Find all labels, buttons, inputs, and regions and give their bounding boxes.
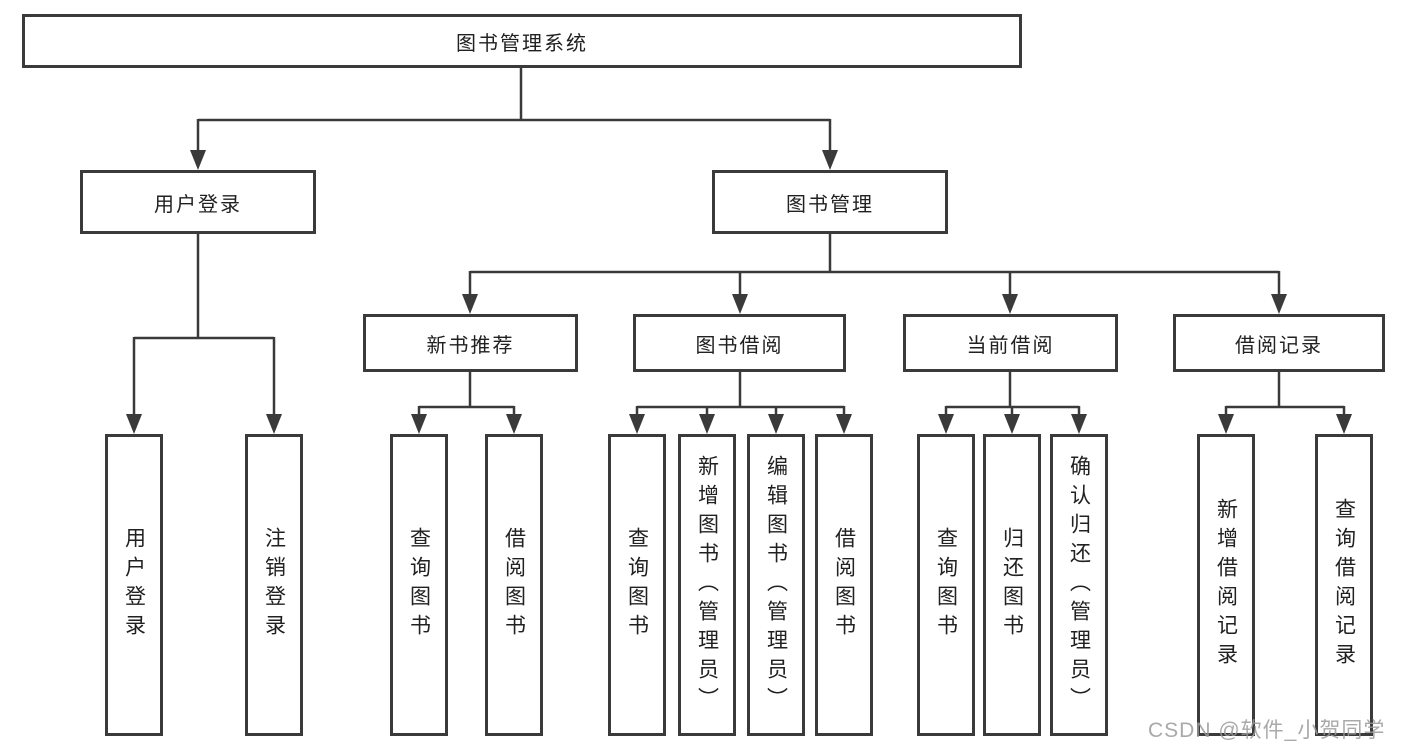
edge-root-to-level1 (190, 68, 838, 170)
arrow-down-icon (126, 414, 142, 434)
arrow-down-icon (732, 294, 748, 314)
node-borrow-records-label: 借阅记录 (1235, 334, 1323, 357)
arrow-down-icon (836, 414, 852, 434)
leaf-logout-label: 注销登录 (262, 527, 286, 643)
leaf-nb-query-books-label: 查询图书 (407, 527, 431, 643)
arrow-down-icon (506, 414, 522, 434)
edge-new-book-recommend-to-leaves (411, 372, 522, 434)
node-borrow-records: 借阅记录 (1173, 314, 1385, 372)
node-user-login-label: 用户登录 (154, 193, 242, 216)
leaf-br-add-record: 新增借阅记录 (1197, 434, 1255, 736)
arrow-down-icon (1002, 294, 1018, 314)
node-root-label: 图书管理系统 (456, 32, 588, 55)
leaf-user-login-label: 用户登录 (122, 527, 146, 643)
leaf-bb-edit-books-admin-label: 编辑图书（管理员） (764, 454, 788, 716)
node-user-login: 用户登录 (80, 170, 316, 234)
node-book-management-label: 图书管理 (786, 193, 874, 216)
leaf-br-add-record-label: 新增借阅记录 (1214, 498, 1238, 672)
leaf-br-query-record: 查询借阅记录 (1315, 434, 1373, 736)
leaf-cb-confirm-return-admin-label: 确认归还（管理员） (1067, 454, 1091, 716)
leaf-bb-query-books-label: 查询图书 (625, 527, 649, 643)
leaf-bb-add-books-admin: 新增图书（管理员） (678, 434, 736, 736)
node-new-book-recommend: 新书推荐 (363, 314, 578, 372)
leaf-bb-borrow-books-label: 借阅图书 (832, 527, 856, 643)
leaf-cb-query-books: 查询图书 (917, 434, 975, 736)
edge-user-login-to-leaves (126, 234, 282, 434)
edge-book-management-to-level2 (462, 234, 1287, 314)
leaf-cb-return-books-label: 归还图书 (1000, 527, 1024, 643)
arrow-down-icon (699, 414, 715, 434)
leaf-bb-add-books-admin-label: 新增图书（管理员） (695, 454, 719, 716)
leaf-nb-query-books: 查询图书 (390, 434, 448, 736)
arrow-down-icon (190, 150, 206, 170)
leaf-nb-borrow-books: 借阅图书 (485, 434, 543, 736)
node-book-management: 图书管理 (712, 170, 948, 234)
leaf-br-query-record-label: 查询借阅记录 (1332, 498, 1356, 672)
node-current-borrow-label: 当前借阅 (966, 334, 1055, 357)
node-book-borrow: 图书借阅 (633, 314, 846, 372)
leaf-cb-confirm-return-admin: 确认归还（管理员） (1050, 434, 1108, 736)
leaf-bb-query-books: 查询图书 (608, 434, 666, 736)
node-book-borrow-label: 图书借阅 (695, 334, 784, 357)
edge-borrow-records-to-leaves (1218, 372, 1352, 434)
arrow-down-icon (1004, 414, 1020, 434)
leaf-bb-edit-books-admin: 编辑图书（管理员） (747, 434, 805, 736)
leaf-bb-borrow-books: 借阅图书 (815, 434, 873, 736)
arrow-down-icon (462, 294, 478, 314)
arrow-down-icon (822, 150, 838, 170)
leaf-cb-query-books-label: 查询图书 (934, 527, 958, 643)
leaf-user-login: 用户登录 (105, 434, 163, 736)
arrow-down-icon (1218, 414, 1234, 434)
arrow-down-icon (1336, 414, 1352, 434)
edge-current-borrow-to-leaves (938, 372, 1087, 434)
leaf-cb-return-books: 归还图书 (983, 434, 1041, 736)
leaf-nb-borrow-books-label: 借阅图书 (502, 527, 526, 643)
arrow-down-icon (411, 414, 427, 434)
leaf-logout: 注销登录 (245, 434, 303, 736)
watermark: CSDN @软件_小贺同学 (1148, 719, 1386, 742)
arrow-down-icon (938, 414, 954, 434)
node-current-borrow: 当前借阅 (903, 314, 1118, 372)
arrow-down-icon (768, 414, 784, 434)
arrow-down-icon (629, 414, 645, 434)
edge-book-borrow-to-leaves (629, 372, 852, 434)
arrow-down-icon (1071, 414, 1087, 434)
node-new-book-recommend-label: 新书推荐 (426, 334, 515, 357)
node-root: 图书管理系统 (22, 14, 1022, 68)
arrow-down-icon (1271, 294, 1287, 314)
arrow-down-icon (266, 414, 282, 434)
